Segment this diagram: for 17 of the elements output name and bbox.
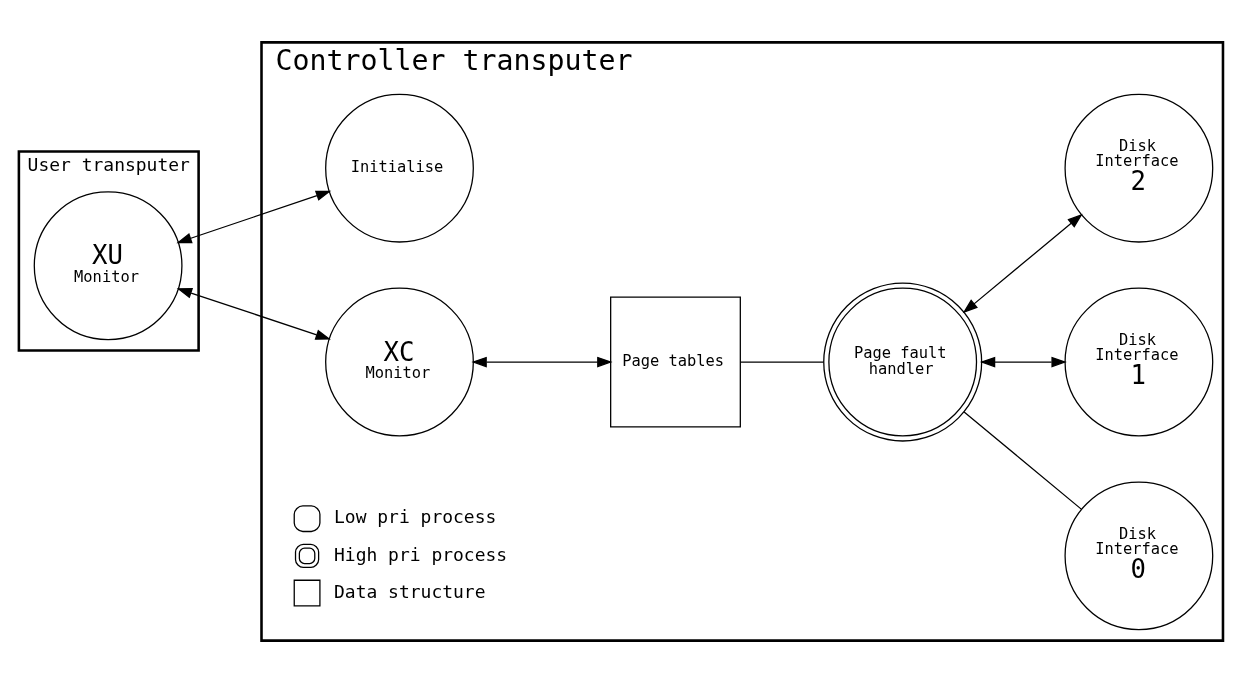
connector (963, 411, 1082, 510)
arrow (176, 287, 331, 340)
arrow (471, 356, 613, 368)
node-circle: Initialise (325, 93, 474, 243)
node-circle: Disk Interface 1 (1064, 287, 1214, 437)
node-circle: XC Monitor (325, 287, 474, 437)
arrow (979, 356, 1067, 368)
node-circle: Page fault handler (823, 282, 983, 442)
arrow (962, 213, 1083, 314)
node-box: Page tables (610, 296, 741, 428)
connector (739, 361, 825, 363)
node-circle: XU Monitor (33, 191, 183, 341)
node-circle: Disk Interface 0 (1064, 481, 1214, 631)
legend-label: Low pri process (334, 506, 497, 528)
legend-label: Data structure (334, 580, 486, 602)
legend-label: High pri process (334, 543, 508, 565)
arrow (176, 190, 332, 244)
